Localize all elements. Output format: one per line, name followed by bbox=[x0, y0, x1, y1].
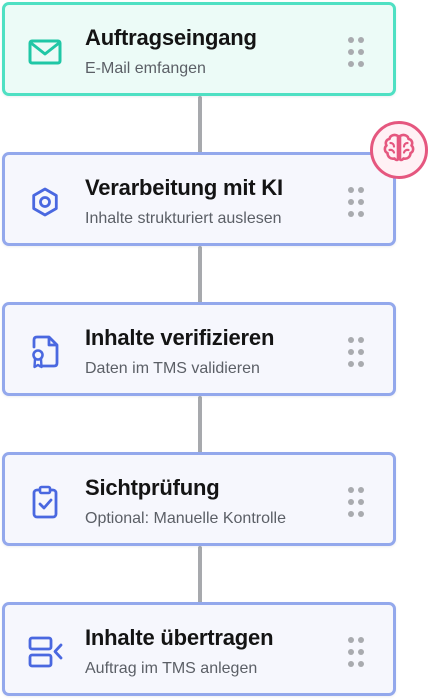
drag-handle-icon[interactable] bbox=[347, 186, 365, 218]
step-subtitle: E-Mail emfangen bbox=[85, 60, 206, 77]
drag-handle-icon[interactable] bbox=[347, 636, 365, 668]
step-subtitle: Inhalte strukturiert auslesen bbox=[85, 210, 282, 227]
drag-handle-icon[interactable] bbox=[347, 336, 365, 368]
connector-line bbox=[198, 96, 202, 156]
step-subtitle: Daten im TMS validieren bbox=[85, 360, 260, 377]
step-title: Auftragseingang bbox=[85, 25, 257, 50]
step-card-auftragseingang[interactable]: Auftragseingang E-Mail emfangen bbox=[2, 2, 396, 96]
brain-icon bbox=[382, 133, 416, 168]
step-subtitle: Optional: Manuelle Kontrolle bbox=[85, 510, 287, 527]
gear-icon bbox=[27, 184, 63, 220]
connector-line bbox=[198, 246, 202, 306]
step-title: Sichtprüfung bbox=[85, 475, 220, 500]
step-card-inhalte-verifizieren[interactable]: Inhalte verifizieren Daten im TMS validi… bbox=[2, 302, 396, 396]
drag-handle-icon[interactable] bbox=[347, 486, 365, 518]
document-certificate-icon bbox=[27, 334, 63, 370]
step-title: Inhalte verifizieren bbox=[85, 325, 275, 350]
clipboard-check-icon bbox=[27, 484, 63, 520]
step-card-sichtpruefung[interactable]: Sichtprüfung Optional: Manuelle Kontroll… bbox=[2, 452, 396, 546]
step-subtitle: Auftrag im TMS anlegen bbox=[85, 660, 258, 677]
transfer-icon bbox=[27, 634, 63, 670]
ai-badge bbox=[370, 121, 428, 179]
step-card-verarbeitung-mit-ki[interactable]: Verarbeitung mit KI Inhalte strukturiert… bbox=[2, 152, 396, 246]
step-title: Inhalte übertragen bbox=[85, 625, 274, 650]
step-card-inhalte-uebertragen[interactable]: Inhalte übertragen Auftrag im TMS anlege… bbox=[2, 602, 396, 696]
connector-line bbox=[198, 396, 202, 456]
drag-handle-icon[interactable] bbox=[347, 36, 365, 68]
connector-line bbox=[198, 546, 202, 606]
step-title: Verarbeitung mit KI bbox=[85, 175, 283, 200]
mail-icon bbox=[27, 34, 63, 70]
